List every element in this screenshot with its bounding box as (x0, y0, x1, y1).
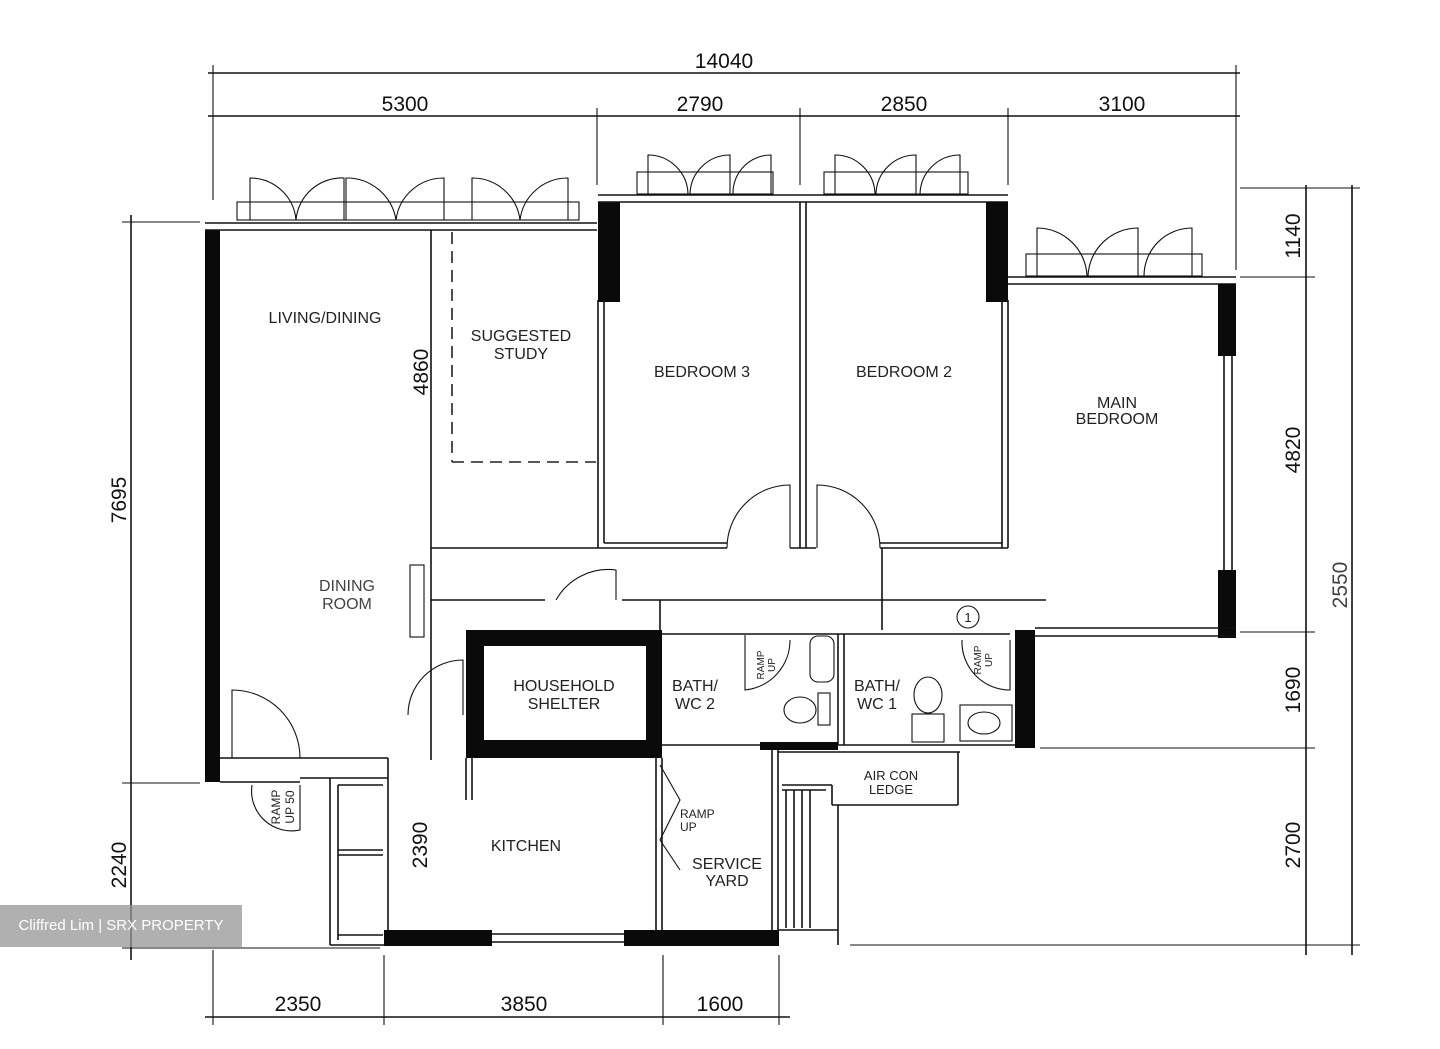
dim-right-2: 4820 (1282, 427, 1305, 474)
room-label-dining-room-1: DINING (319, 578, 375, 595)
ramp-yard-label-2: UP (680, 820, 697, 834)
dim-right-total: 2550 (1329, 562, 1352, 609)
room-label-shelter-1: HOUSEHOLD (513, 678, 614, 695)
room-label-aircon-1: AIR CON (864, 768, 918, 783)
room-label-shelter-2: SHELTER (528, 696, 601, 713)
ramp-entry-label-2: UP 50 (283, 790, 297, 823)
room-label-bath-1-2: WC 1 (857, 696, 897, 713)
top-dimension-lines (208, 65, 1240, 270)
ramp-bath2-label-2: UP (767, 658, 778, 672)
dim-top-3: 2850 (881, 93, 928, 116)
dim-right-1: 1140 (1282, 213, 1305, 258)
room-label-living-dining: LIVING/DINING (269, 310, 382, 327)
room-label-bedroom-3: BEDROOM 3 (654, 364, 750, 381)
left-dimension-lines (122, 215, 380, 960)
ramp-bath2-label-1: RAMP (756, 650, 767, 679)
unit-marker: 1 (964, 610, 971, 625)
room-label-main-bedroom-1: MAIN (1097, 395, 1137, 412)
dim-bottom-2: 3850 (501, 993, 548, 1016)
dim-bottom-1: 2350 (275, 993, 322, 1016)
dim-top-2: 2790 (677, 93, 724, 116)
dim-top-1: 5300 (382, 93, 429, 116)
windows (236, 154, 1203, 277)
dim-left-2: 2240 (108, 842, 131, 889)
bottom-dimension-lines (205, 950, 790, 1025)
ramp-bath1-label-2: UP (984, 653, 995, 667)
dim-right-4: 2700 (1282, 822, 1305, 869)
room-label-main-bedroom-2: BEDROOM (1076, 411, 1159, 428)
room-label-study-2: STUDY (494, 346, 549, 363)
room-label-aircon-2: LEDGE (869, 782, 913, 797)
sanitary-fixtures (783, 605, 1013, 743)
ramp-entry-label-1: RAMP (269, 790, 283, 825)
ramp-yard-label-1: RAMP (680, 807, 715, 821)
room-label-kitchen: KITCHEN (491, 838, 561, 855)
room-label-bath-2-1: BATH/ (672, 678, 718, 695)
dim-bottom-3: 1600 (697, 993, 744, 1016)
room-label-service-yard-2: YARD (705, 873, 748, 890)
dim-study-depth: 4860 (410, 349, 433, 396)
watermark: Cliffred Lim | SRX PROPERTY (0, 905, 242, 947)
dim-left-1: 7695 (108, 477, 131, 524)
dim-right-3: 1690 (1282, 667, 1305, 714)
right-dimension-lines (850, 185, 1360, 955)
room-label-dining-room-2: ROOM (322, 596, 372, 613)
room-label-service-yard-1: SERVICE (692, 856, 762, 873)
doors (231, 484, 1011, 871)
dim-top-total: 14040 (695, 50, 753, 73)
room-label-bath-2-2: WC 2 (675, 696, 715, 713)
room-label-bath-1-1: BATH/ (854, 678, 900, 695)
dim-top-4: 3100 (1099, 93, 1146, 116)
walls (205, 194, 1236, 946)
ramp-bath1-label-1: RAMP (973, 645, 984, 674)
room-label-bedroom-2: BEDROOM 2 (856, 364, 952, 381)
dim-kitchen-depth: 2390 (409, 822, 432, 869)
room-label-study-1: SUGGESTED (471, 328, 571, 345)
